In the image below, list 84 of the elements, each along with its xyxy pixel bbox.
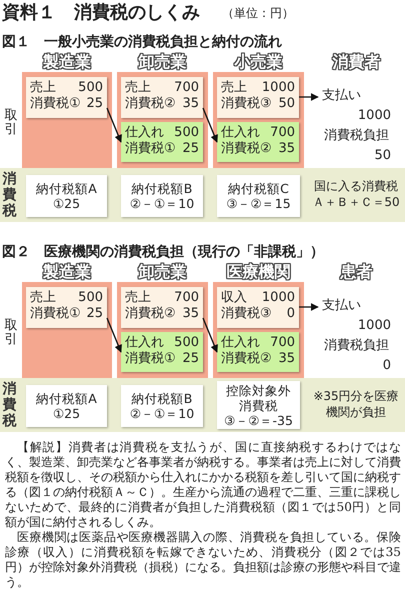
- arrow: [106, 318, 122, 353]
- purchase-box: [217, 122, 299, 162]
- box-text: 売上 500: [30, 80, 103, 96]
- box-text: 売上 1000: [221, 80, 295, 96]
- column-heading: 患者: [338, 262, 374, 283]
- box-text: 消費税③ 0: [221, 306, 295, 322]
- tax-text: ②－①＝10: [130, 196, 194, 211]
- unit-note: （単位：円）: [222, 5, 294, 22]
- tax-text: ③－②＝-35: [224, 412, 293, 428]
- column-heading: 製造業: [41, 262, 93, 283]
- panel-text: 0: [382, 358, 391, 374]
- figure-caption: 図１ 一般小売業の消費税負担と納付の流れ: [2, 33, 282, 51]
- sales-box: [121, 77, 203, 118]
- arrow: [202, 318, 218, 353]
- row-label: 取引: [4, 319, 18, 347]
- row-label: 取引: [4, 109, 18, 137]
- sales-box: [217, 287, 299, 328]
- panel-text: 50: [373, 148, 391, 164]
- tax-text: 控除対象外消費税: [225, 382, 292, 412]
- box-text: 仕入れ 700: [221, 335, 295, 351]
- band-label: 消費税: [2, 381, 17, 429]
- column-heading: 医療機関: [225, 262, 292, 283]
- paragraph: 【解説】消費者は消費税を支払うが、国に直接納税するわけではなく、製造業、卸売業など各事業者が納税する。事業者は売上に対して消費税額を徴収し、その税額から仕入れにかかる税額を差し引いて国に納税する（図１の納付税額Ａ～Ｃ）。生産から流通の過程で二重、三重に課税しないためで、最終的に消費者が負担した消費税額（図１では50円）と同額が国に納付されるしくみ。: [5, 440, 401, 530]
- tax-text: 納付税額A: [36, 181, 97, 196]
- tax-text: 納付税額C: [228, 181, 289, 196]
- sales-box: [26, 287, 107, 328]
- box-text: 消費税① 25: [125, 351, 199, 367]
- purchase-box: [217, 332, 299, 372]
- paragraph: 医療機関は医薬品や医療機器購入の際、消費税を負担している。保険診療（収入）に消費税額を転嫁できないため、消費税分（図２では35円）が控除対象外消費税（損税）になる。負担額は診療の形態や科目で違う。: [5, 530, 401, 590]
- panel-text: 消費税負担: [323, 128, 390, 144]
- band-note: ※35円分を医療機関が負担: [312, 388, 400, 420]
- panel-text: 1000: [356, 318, 391, 334]
- sales-box: [217, 77, 299, 118]
- tax-box: [217, 175, 300, 217]
- band-note: 国に入る消費税Ａ＋Ｂ＋Ｃ＝50: [311, 178, 401, 210]
- tax-text: ①25: [52, 196, 80, 211]
- tax-text: ②－①＝10: [130, 406, 194, 421]
- purchase-box: [121, 122, 203, 162]
- box-text: 収入 1000: [221, 290, 295, 306]
- tax-text: 納付税額B: [132, 181, 192, 196]
- box-text: 消費税③ 50: [221, 96, 295, 112]
- tax-text: ③－②＝15: [226, 196, 291, 211]
- figure-caption: 図２ 医療機関の消費税負担（現行の「非課税」）: [2, 243, 324, 261]
- tax-box: [217, 381, 300, 429]
- box-text: 消費税① 25: [125, 141, 199, 157]
- tax-text: ①25: [52, 406, 80, 421]
- box-text: 仕入れ 500: [125, 335, 199, 351]
- column-heading: 製造業: [41, 52, 93, 73]
- arrow: [299, 303, 319, 311]
- tax-band: [0, 168, 405, 222]
- tax-box: [121, 175, 203, 217]
- box-text: 仕入れ 500: [125, 125, 199, 141]
- box-text: 消費税① 25: [30, 306, 103, 322]
- column-heading: 消費者: [330, 52, 382, 73]
- tax-band: [0, 378, 405, 432]
- sales-box: [26, 77, 107, 118]
- arrow: [106, 108, 122, 143]
- panel-text: 消費税負担: [323, 338, 390, 354]
- panel-text: 1000: [356, 108, 391, 124]
- box-text: 売上 700: [125, 80, 199, 96]
- tax-box: [26, 385, 107, 427]
- title: 資料１ 消費税のしくみ: [2, 1, 200, 24]
- column-heading: 小売業: [232, 52, 284, 73]
- sales-box: [121, 287, 203, 328]
- arrow: [299, 93, 319, 101]
- band-label: 消費税: [2, 171, 17, 219]
- panel-text: 支払い: [322, 298, 362, 314]
- panel-text: 支払い: [322, 88, 362, 104]
- column-heading: 卸売業: [136, 52, 188, 73]
- box-text: 消費税① 25: [30, 96, 103, 112]
- tax-text: 納付税額A: [36, 391, 97, 406]
- purchase-box: [121, 332, 203, 372]
- box-text: 消費税② 35: [125, 96, 199, 112]
- arrow: [202, 108, 218, 143]
- box-text: 売上 500: [30, 290, 103, 306]
- tax-box: [26, 175, 107, 217]
- box-text: 売上 700: [125, 290, 199, 306]
- tax-text: 納付税額B: [132, 391, 192, 406]
- tax-box: [121, 385, 203, 427]
- box-text: 消費税② 35: [125, 306, 199, 322]
- box-text: 消費税② 35: [221, 141, 295, 157]
- box-text: 仕入れ 700: [221, 125, 295, 141]
- box-text: 消費税② 35: [221, 351, 295, 367]
- column-heading: 卸売業: [136, 262, 188, 283]
